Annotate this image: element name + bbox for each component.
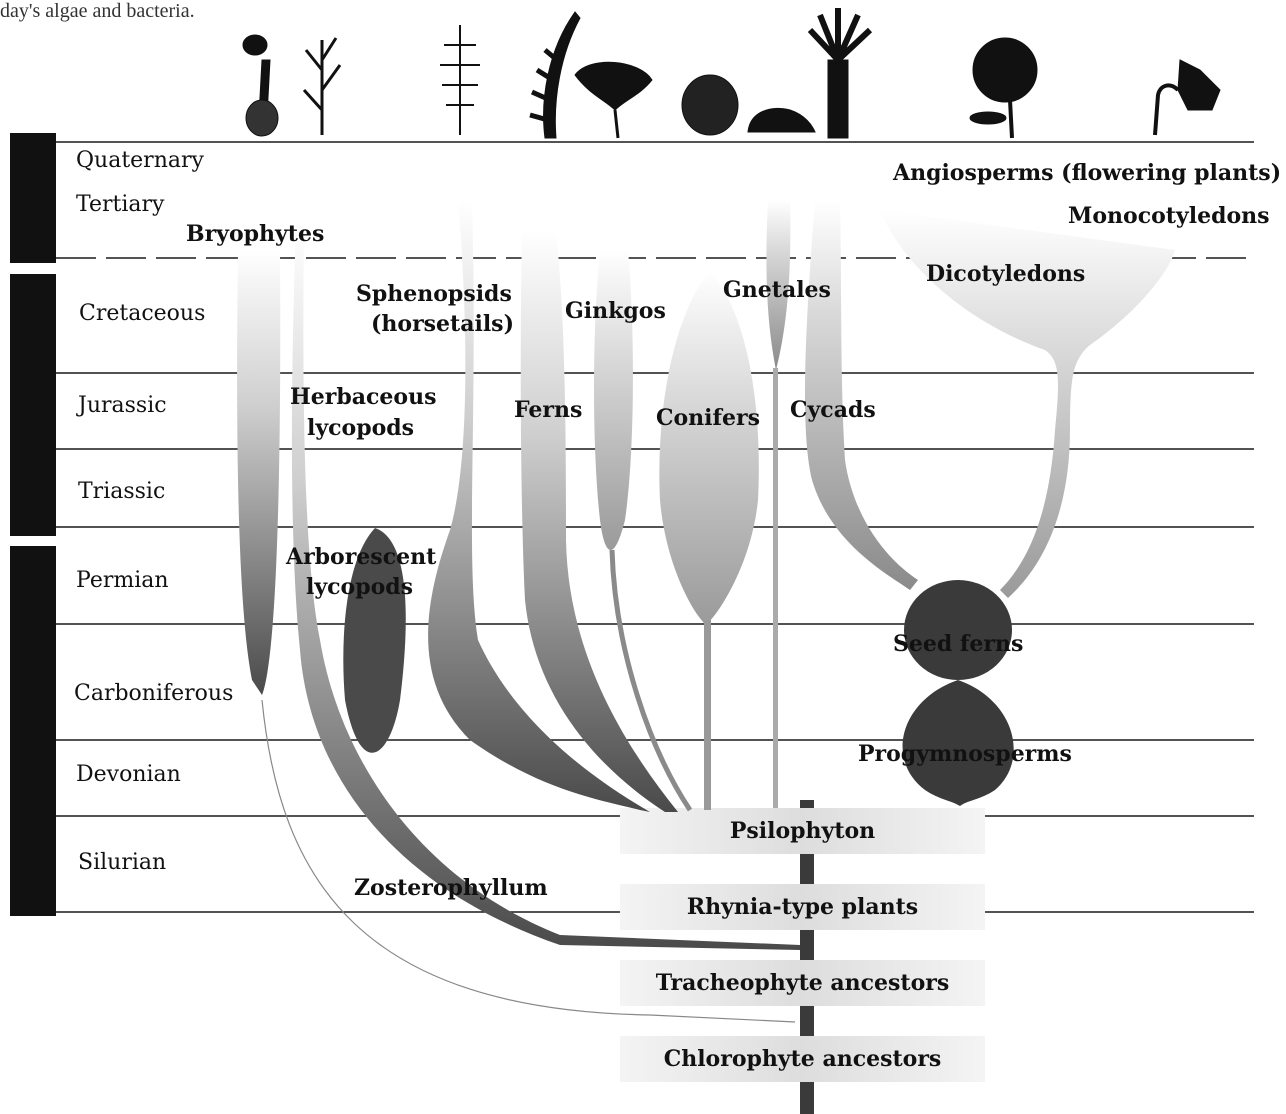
top-caption: day's algae and bacteria.	[0, 0, 195, 23]
link-gnetales	[773, 368, 778, 808]
era-bar-cenozoic	[10, 133, 56, 263]
lycopod-icon	[304, 38, 340, 135]
label-herbaceous: Herbaceous	[290, 384, 436, 410]
era-label: Tertiary	[76, 192, 164, 218]
label-progymnosperms: Progymnosperms	[858, 741, 1072, 767]
palm-icon	[810, 8, 870, 138]
label-psilophyton: Psilophyton	[620, 818, 985, 844]
label-angiosperms: Angiosperms (flowering plants)	[893, 160, 1281, 186]
ginkgo-leaf-icon	[575, 62, 652, 138]
era-label: Silurian	[78, 850, 166, 876]
flower-icon	[970, 38, 1037, 138]
conifer-cone-icon	[682, 75, 738, 135]
label-gnetales: Gnetales	[723, 277, 831, 303]
label-zosterophyllum: Zosterophyllum	[354, 875, 548, 901]
label-monocotyledons: Monocotyledons	[1068, 203, 1270, 229]
lineage-bryophytes	[237, 250, 280, 695]
era-label: Carboniferous	[74, 681, 233, 707]
label-herbaceous-lycopods: lycopods	[307, 415, 414, 441]
lineage-conifers	[659, 270, 758, 625]
label-conifers: Conifers	[656, 405, 760, 431]
label-sphenopsids: Sphenopsids	[356, 281, 512, 307]
fern-frond-icon	[530, 12, 580, 138]
plant-icons	[243, 8, 1220, 138]
era-label: Quaternary	[76, 148, 204, 174]
era-label: Devonian	[76, 762, 181, 788]
label-seed-ferns: Seed ferns	[893, 631, 1023, 657]
horsetail-icon	[440, 25, 480, 135]
era-label: Permian	[76, 568, 169, 594]
label-horsetails: (horsetails)	[371, 311, 514, 337]
label-arborescent-lycopods: lycopods	[306, 574, 413, 600]
label-ferns: Ferns	[514, 397, 582, 423]
moss-icon	[243, 35, 278, 136]
label-bryophytes: Bryophytes	[186, 221, 324, 247]
lineage-seed-ferns	[904, 580, 1012, 680]
label-cycads: Cycads	[790, 397, 876, 423]
cycad-cone-icon	[748, 108, 815, 132]
era-bar-mesozoic	[10, 274, 56, 536]
era-bar-paleozoic	[10, 546, 56, 916]
daffodil-icon	[1155, 60, 1220, 135]
label-rhynia: Rhynia-type plants	[620, 894, 985, 920]
link-conifers	[704, 620, 711, 810]
era-label: Jurassic	[78, 393, 167, 419]
label-dicotyledons: Dicotyledons	[926, 261, 1085, 287]
label-ginkgos: Ginkgos	[565, 298, 666, 324]
label-chlorophyte-ancestors: Chlorophyte ancestors	[620, 1046, 985, 1072]
label-tracheophyte-ancestors: Tracheophyte ancestors	[620, 970, 985, 996]
era-label: Triassic	[78, 479, 165, 505]
label-arborescent: Arborescent	[286, 544, 436, 570]
lineage-ginkgos	[594, 250, 633, 550]
era-sidebar	[10, 133, 56, 916]
era-label: Cretaceous	[79, 301, 205, 327]
